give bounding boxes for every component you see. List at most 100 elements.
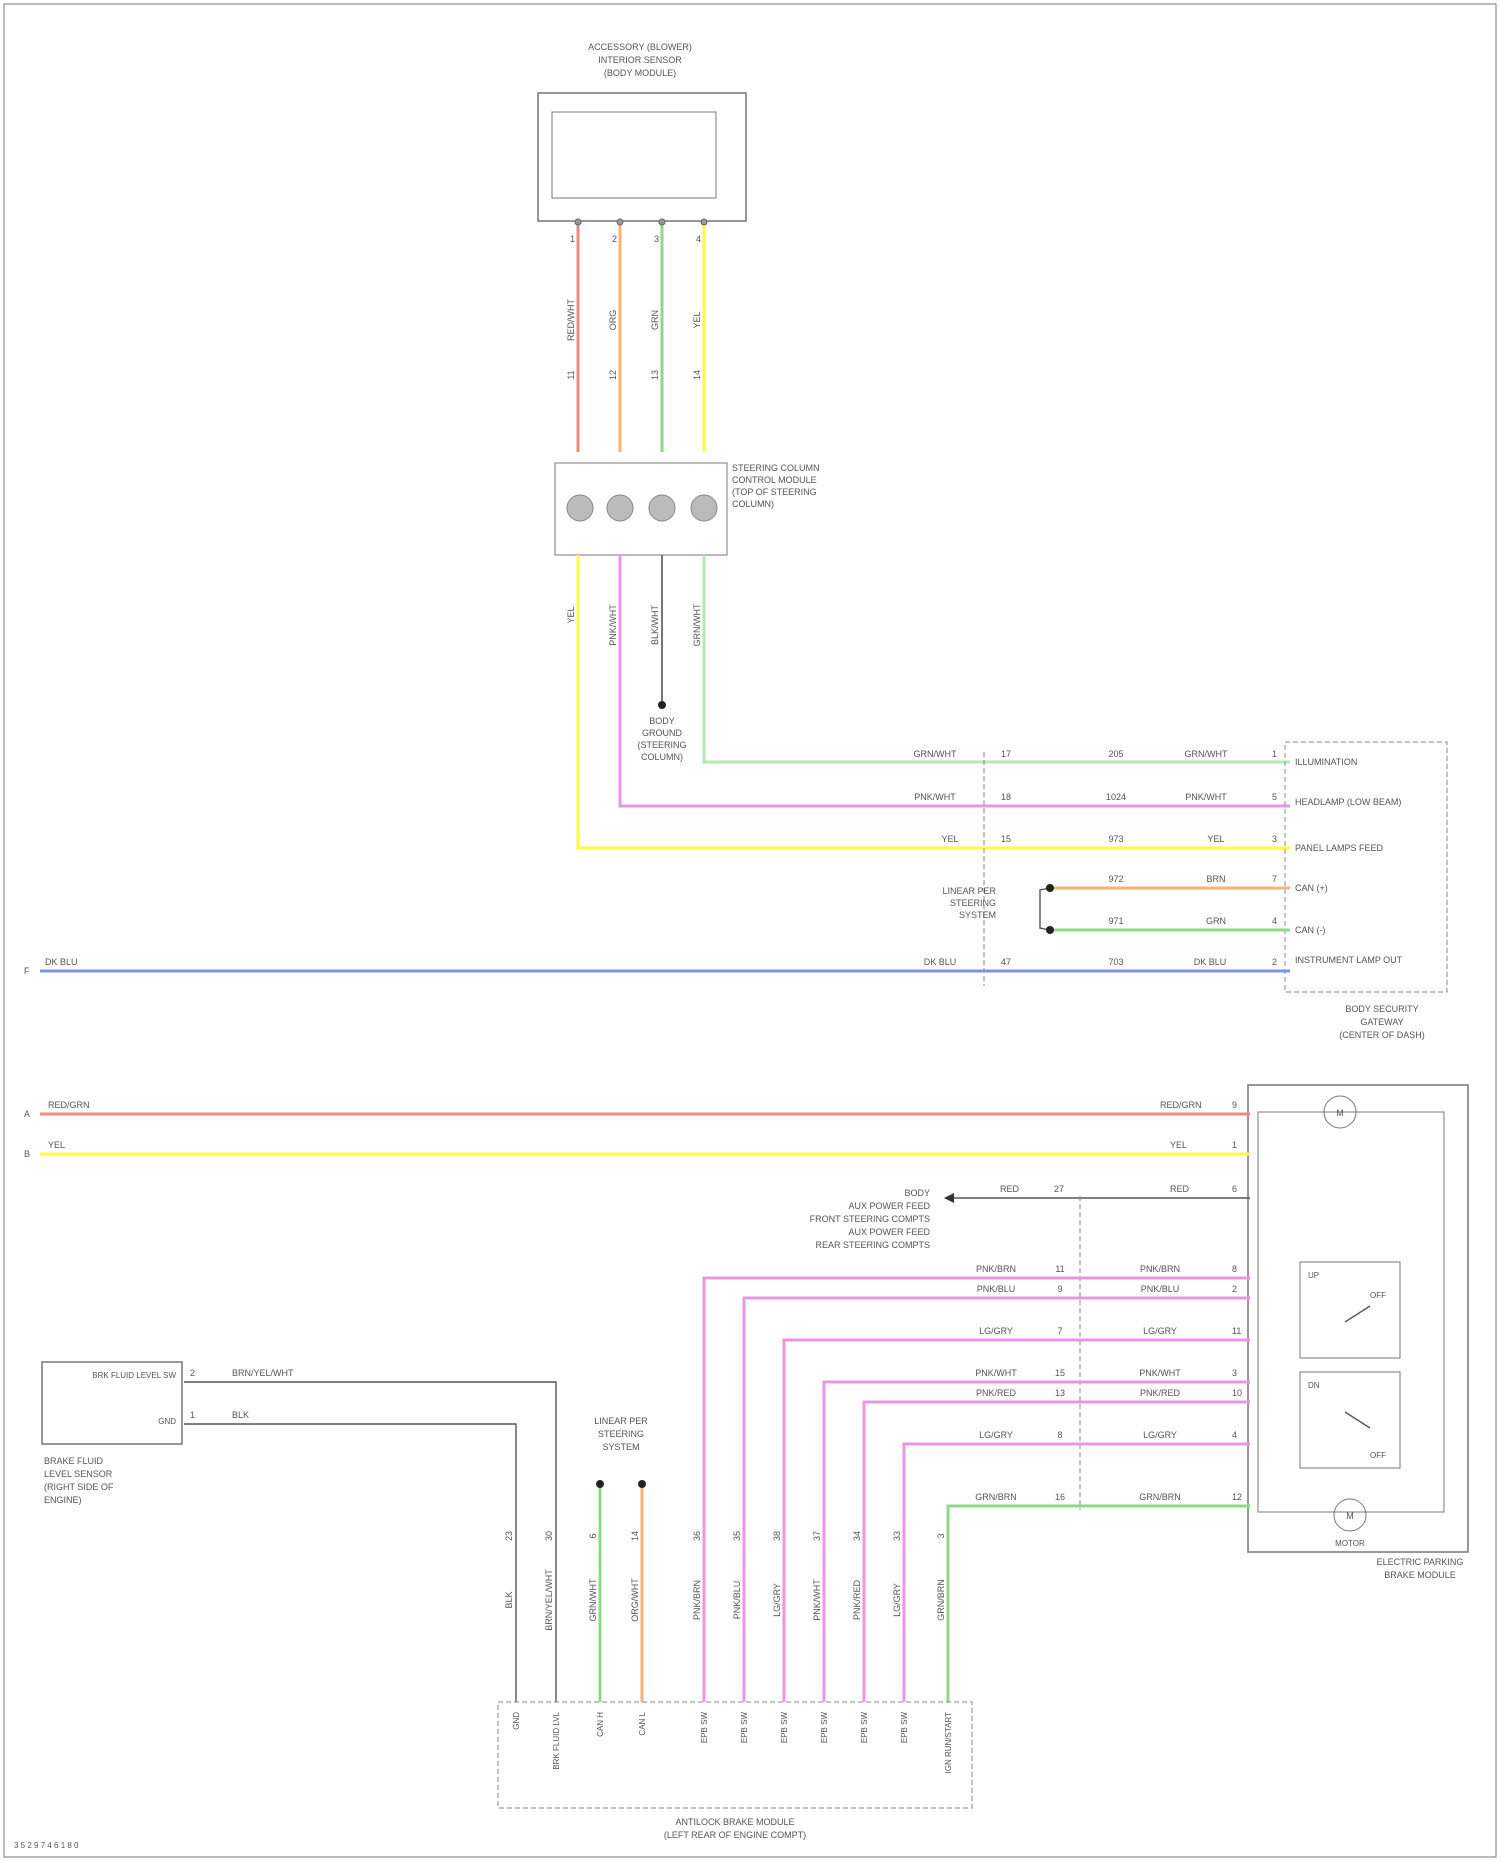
can-dot-1 (1046, 884, 1054, 892)
network-label-line-2: STEERING (950, 898, 996, 908)
power-feed-line-1: BODY (904, 1188, 930, 1198)
wire-top-1-color: RED/WHT (566, 299, 576, 341)
epb-switch-down-off: OFF (1370, 1451, 1386, 1460)
abs-pin-label: CAN L (638, 1711, 647, 1735)
epb-row-1-circuit: 11 (1055, 1264, 1064, 1274)
epb-row-1: PNK/BRN 11 PNK/BRN 8 (976, 1264, 1237, 1274)
right-row-3-left: YEL (941, 834, 958, 844)
steering-pin-2 (607, 495, 633, 521)
long-yellow-left-pin: B (24, 1149, 30, 1159)
bottom-wire-circuit: 38 (772, 1531, 782, 1541)
wire-top-4-color: YEL (692, 311, 702, 328)
wire-top-3-circuit: 13 (650, 370, 660, 380)
bottom-network-line-3: SYSTEM (602, 1442, 639, 1452)
accessory-sensor-label: ACCESSORY (BLOWER) INTERIOR SENSOR (BODY… (588, 42, 692, 78)
bottom-wire-circuit: 34 (852, 1531, 862, 1541)
right-row-1-left: GRN/WHT (914, 749, 957, 759)
epb-label: ELECTRIC PARKING BRAKE MODULE (1377, 1557, 1464, 1580)
epb-row-5-left: PNK/RED (976, 1388, 1017, 1398)
epb-wire-6 (904, 1444, 1250, 1702)
accessory-sensor-label-line-2: INTERIOR SENSOR (598, 55, 682, 65)
fluid-sensor-pin-1: BRK FLUID LEVEL SW (92, 1371, 176, 1380)
epb-row-4-pin: 3 (1232, 1368, 1237, 1378)
epb-row-4-left: PNK/WHT (975, 1368, 1017, 1378)
epb-row-1-left: PNK/BRN (976, 1264, 1016, 1274)
bottom-wire-circuit: 37 (812, 1531, 822, 1541)
right-row-2-circuit: 18 (1001, 792, 1011, 802)
right-row-1-circuit: 17 (1001, 749, 1011, 759)
right-row-5-num: 971 (1108, 916, 1123, 926)
steering-pin-3 (649, 495, 675, 521)
bottom-wire-color: PNK/WHT (812, 1579, 822, 1621)
epb-row-4-circuit: 15 (1055, 1368, 1065, 1378)
right-row-3-pin: 3 (1272, 834, 1277, 844)
right-row-1: GRN/WHT 17 205 GRN/WHT 1 ILLUMINATION (914, 749, 1358, 767)
gateway-pin-label-5: CAN (-) (1295, 925, 1326, 935)
ground-label-line-3: (STEERING (637, 740, 686, 750)
epb-row-6-pin: 4 (1232, 1430, 1237, 1440)
right-row-1-pin: 1 (1272, 749, 1277, 759)
power-row-pin: 6 (1232, 1184, 1237, 1194)
right-row-3-num: 973 (1108, 834, 1123, 844)
abs-pin-label: BRK FLUID LVL (552, 1711, 561, 1769)
epb-row-2-circuit: 9 (1057, 1284, 1062, 1294)
gateway-pin-label-6: INSTRUMENT LAMP OUT (1295, 955, 1403, 965)
epb-row-6-circuit: 8 (1057, 1430, 1062, 1440)
epb-row-2-right: PNK/BLU (1141, 1284, 1180, 1294)
sensor-pin-3 (659, 219, 665, 225)
fluid-sensor-line-1: BRAKE FLUID (44, 1456, 104, 1466)
power-row-circuit: 27 (1054, 1184, 1064, 1194)
abs-pin-label: EPB SW (820, 1712, 829, 1744)
epb-switch-up-label: UP (1308, 1271, 1319, 1280)
wire-top-2-pin: 2 (612, 234, 617, 244)
epb-wire-7 (948, 1506, 1250, 1702)
abs-pin-labels: GND BRK FLUID LVL CAN H CAN L EPB SW EPB SW EP… (512, 1711, 953, 1773)
abs-pin-label: EPB SW (700, 1712, 709, 1744)
epb-top-motor-symbol: M (1336, 1108, 1344, 1118)
right-row-3-right: YEL (1207, 834, 1224, 844)
epb-switch-down-label: DN (1308, 1381, 1320, 1390)
bottom-wire-circuit: 33 (892, 1531, 902, 1541)
right-row-6: DK BLU 47 703 DK BLU 2 INSTRUMENT LAMP O… (924, 955, 1403, 967)
power-feed-line-5: REAR STEERING COMPTS (815, 1240, 930, 1250)
abs-pin-label: GND (512, 1712, 521, 1730)
epb-wire-5 (864, 1402, 1250, 1702)
epb-row-6-left: LG/GRY (979, 1430, 1013, 1440)
long-red-right-label: RED/GRN (1160, 1100, 1202, 1110)
bottom-wire-circuit: 35 (732, 1531, 742, 1541)
fluid-row-1-label: BRN/YEL/WHT (232, 1368, 294, 1378)
abs-label-line-2: (LEFT REAR OF ENGINE COMPT) (664, 1830, 806, 1840)
bottom-wire-color: GRN/WHT (588, 1578, 598, 1621)
right-row-2-num: 1024 (1106, 792, 1126, 802)
power-row-left: RED (1000, 1184, 1020, 1194)
right-row-4-right: BRN (1206, 874, 1225, 884)
fluid-wire-bottom (184, 1424, 516, 1702)
epb-row-3-left: LG/GRY (979, 1326, 1013, 1336)
bottom-network-line-2: STEERING (598, 1429, 644, 1439)
right-row-6-num: 703 (1108, 957, 1123, 967)
bottom-can-h-dot (596, 1480, 604, 1488)
power-feed-arrow (944, 1193, 954, 1203)
bottom-wire-circuit: 14 (630, 1531, 640, 1541)
right-row-6-right: DK BLU (1194, 957, 1227, 967)
wire-mid-pink (620, 555, 1290, 806)
epb-label-line-2: BRAKE MODULE (1384, 1570, 1456, 1580)
wire-top-3-pin: 3 (654, 234, 659, 244)
bottom-wire-circuit: 3 (936, 1533, 946, 1538)
abs-pin-label: CAN H (596, 1712, 605, 1737)
right-row-3: YEL 15 973 YEL 3 PANEL LAMPS FEED (941, 834, 1383, 853)
bottom-wire-labels: BLK23BRN/YEL/WHT30GRN/WHT6ORG/WHT14PNK/B… (504, 1531, 946, 1631)
steering-pin-1 (567, 495, 593, 521)
accessory-sensor-label-line-3: (BODY MODULE) (604, 68, 676, 78)
power-feed-label: BODY AUX POWER FEED FRONT STEERING COMPT… (810, 1188, 931, 1250)
epb-row-4: PNK/WHT 15 PNK/WHT 3 (975, 1368, 1237, 1378)
right-row-5-pin: 4 (1272, 916, 1277, 926)
epb-row-7-circuit: 16 (1055, 1492, 1065, 1502)
wire-top-4-pin: 4 (696, 234, 701, 244)
network-label: LINEAR PER STEERING SYSTEM (942, 886, 996, 920)
long-red-left-label: RED/GRN (48, 1100, 90, 1110)
gateway-label: BODY SECURITY GATEWAY (CENTER OF DASH) (1339, 1004, 1425, 1040)
right-row-5: 971 GRN 4 CAN (-) (1108, 916, 1325, 935)
abs-pin-label: EPB SW (900, 1712, 909, 1744)
